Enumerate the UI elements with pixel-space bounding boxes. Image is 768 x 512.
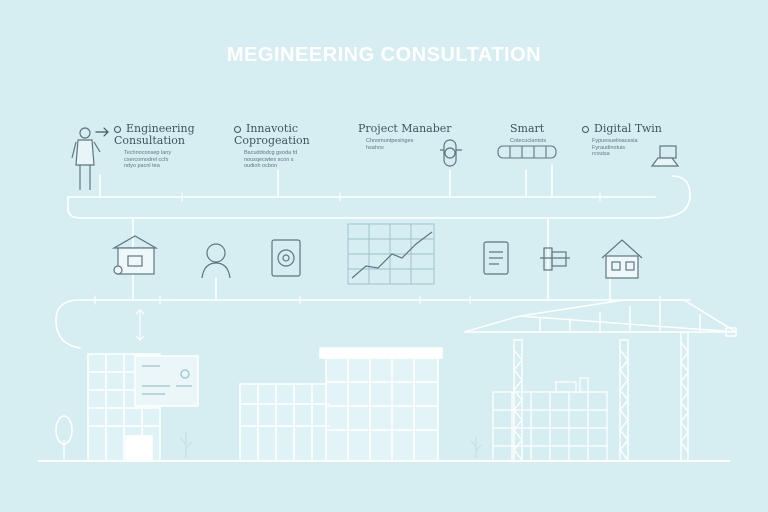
step-title: Digital Twin: [594, 122, 662, 135]
bullet-icon: [114, 125, 121, 133]
arrow-icon: [95, 127, 109, 137]
step-title: Project Manaber: [358, 122, 452, 135]
report-document-icon: [483, 241, 509, 275]
flow-line-lower: [55, 299, 691, 349]
step-digital-twin: Digital Twin Fypuesuelioacesia Fyraudino…: [582, 123, 662, 158]
step-title: Smart: [510, 122, 545, 135]
gear-icon: [440, 139, 462, 167]
step-title: Engineering Consultation: [114, 122, 195, 147]
step-description: Chnomuntpesinges hsahos: [366, 138, 414, 151]
school-building-icon: [111, 235, 159, 275]
mid-building: [239, 347, 443, 462]
bullet-icon: [582, 125, 589, 133]
step-description: Technoconsep lany cxercomodrel ccfs ndyo…: [124, 150, 172, 169]
page-title: MEGINEERING CONSULTATION: [226, 44, 542, 66]
construction-site: [492, 377, 608, 462]
bullet-icon: [234, 125, 241, 133]
person-icon: [71, 127, 101, 190]
step-title: Innavotic Coprogeation: [234, 122, 310, 147]
step-engineering-consultation: Engineering Consultation Technoconsep la…: [114, 123, 195, 170]
growth-chart-icon: [347, 223, 435, 285]
laptop-icon: [650, 145, 680, 167]
step-description: Cotecuclantsts: [510, 138, 547, 144]
document-tech-icon: [271, 239, 301, 277]
step-project-manaber: Project Manaber Chnomuntpesinges hsahos: [358, 123, 452, 151]
step-description: Fypuesuelioacesia Fyraudinotuis rcvutsa: [592, 138, 638, 157]
step-smart: Smart Cotecuclantsts: [510, 123, 546, 145]
step-innavotic-coprogeation: Innavotic Coprogeation Bacuddodcg gsoda …: [234, 123, 310, 170]
tree-icon: [55, 415, 73, 461]
arrow-icon: [135, 309, 145, 341]
blueprint-roll-icon: [540, 247, 570, 271]
chain-icon: [497, 145, 557, 159]
house-icon: [601, 239, 643, 279]
dashboard-panel: [134, 355, 199, 407]
user-bust-icon: [201, 243, 231, 279]
tower-crane: [463, 299, 737, 462]
flow-line-upper: [67, 175, 691, 219]
step-description: Bacuddodcg gsoda fd nousqecwtes scon s o…: [244, 150, 298, 169]
plant-icon: [179, 432, 482, 458]
